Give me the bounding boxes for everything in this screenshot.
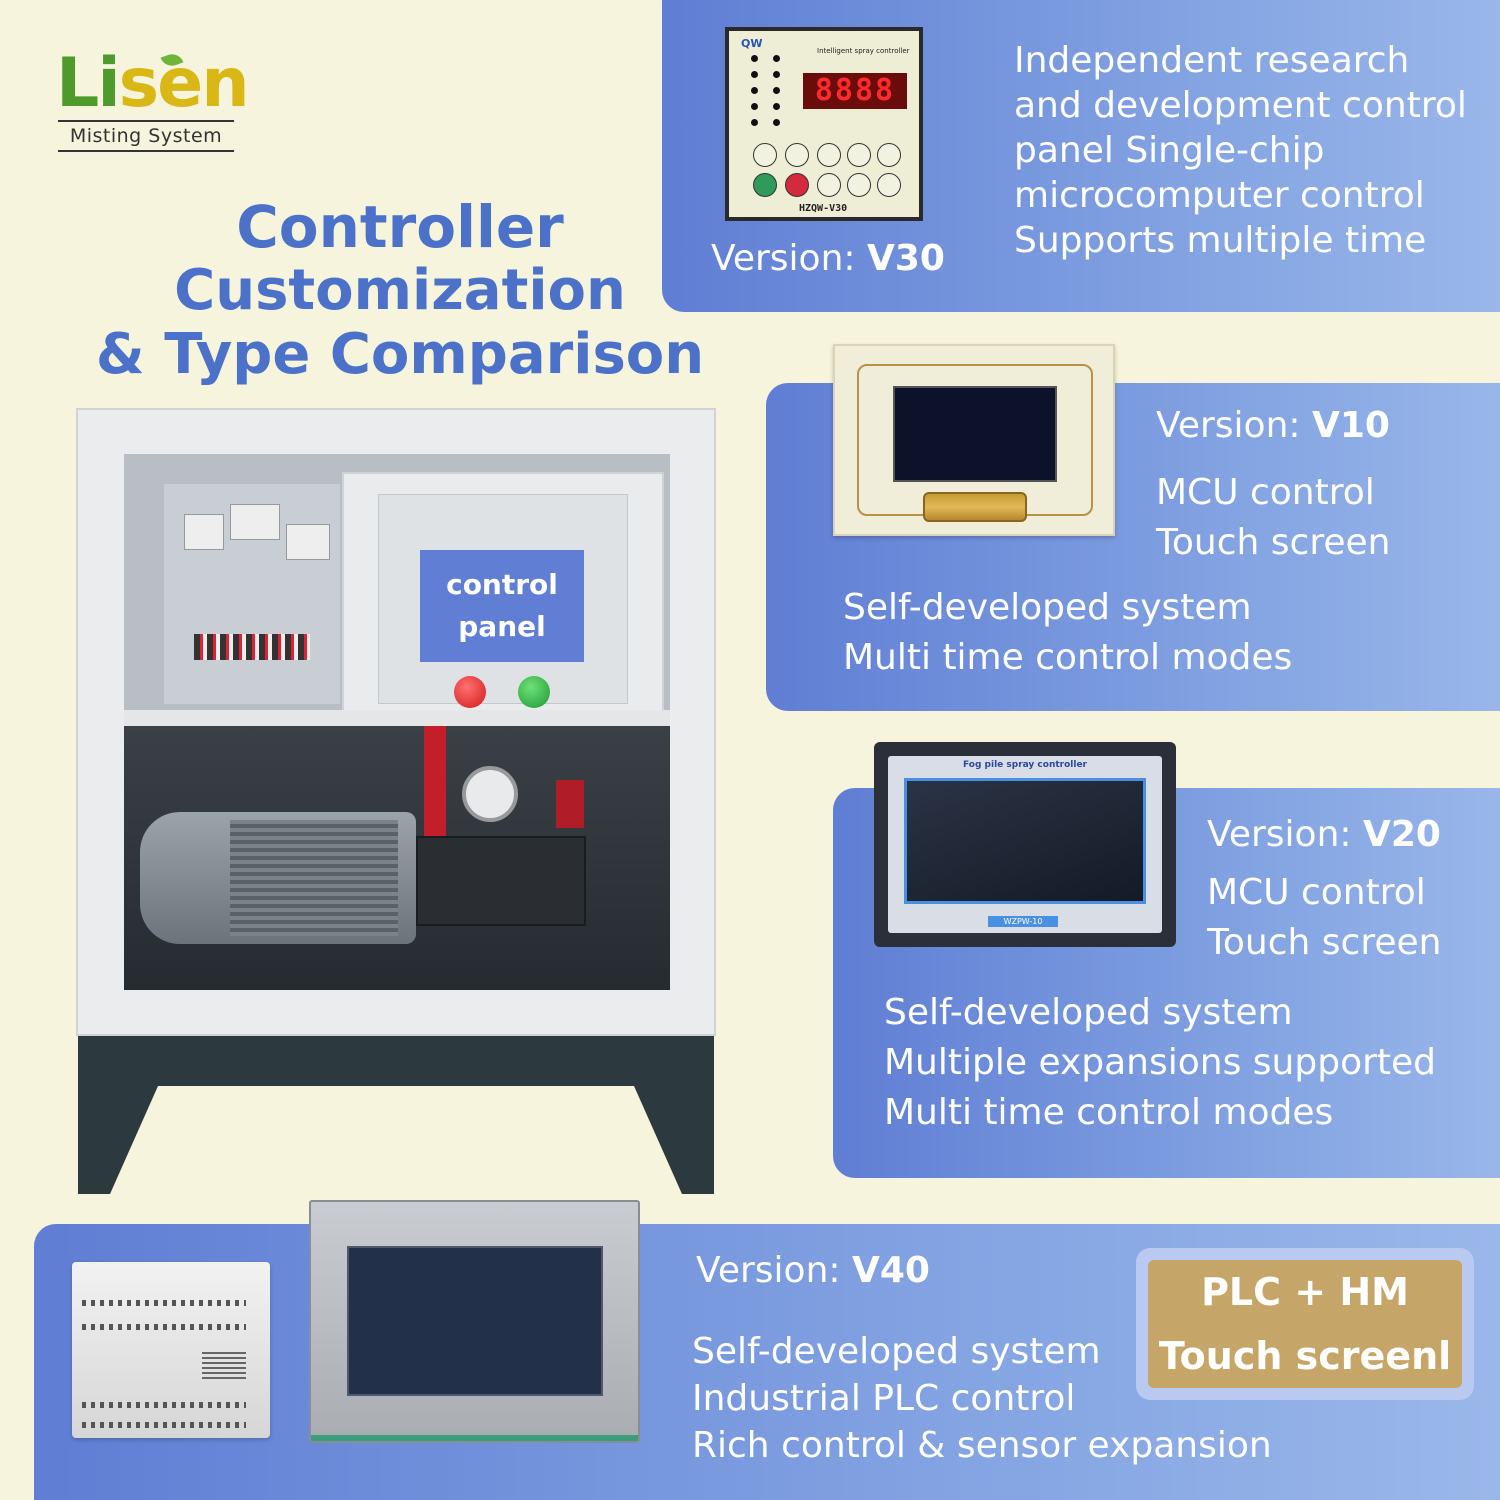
v20-version-value: V20 <box>1362 814 1441 855</box>
v30-description: Independent research and development con… <box>1014 38 1467 263</box>
v30-desc-line: Supports multiple time <box>1014 220 1427 261</box>
logo-subtitle: Misting System <box>58 120 234 152</box>
v20-desc-line: Multiple expansions supported <box>884 1042 1437 1083</box>
v30-controller-image: QW Intelligent spray controller 8888 HZQ… <box>725 27 923 221</box>
page-title: Controller Customization & Type Comparis… <box>90 195 710 387</box>
high-pressure-pump <box>416 836 586 926</box>
red-stop-button-icon <box>454 676 486 708</box>
v10-nameplate <box>923 492 1027 522</box>
title-line-1: Controller <box>236 193 564 261</box>
v10-description: Self-developed system Multi time control… <box>843 583 1292 683</box>
v30-desc-line: and development control <box>1014 85 1467 126</box>
v40-desc-line: Industrial PLC control <box>692 1378 1076 1419</box>
v20-device-model: WZPW-10 <box>988 916 1058 927</box>
misting-cabinet-image: control panel <box>76 408 716 1036</box>
v10-feature: Touch screen <box>1156 522 1391 563</box>
v10-feature: MCU control <box>1156 472 1375 513</box>
v40-version: Version: V40 <box>696 1250 930 1292</box>
v40-version-label: Version: <box>696 1250 852 1291</box>
v10-screen <box>893 386 1057 482</box>
v40-desc-line: Self-developed system <box>692 1331 1101 1372</box>
v20-controller-image: Fog pile spray controller WZPW-10 <box>874 742 1176 947</box>
title-line-3: & Type Comparison <box>95 322 705 387</box>
plc-badge <box>1148 1260 1462 1388</box>
motor <box>140 812 416 944</box>
v40-desc-line: Rich control & sensor expansion <box>692 1425 1272 1466</box>
logo-wordmark: Lisen <box>56 44 250 124</box>
v20-desc-line: Self-developed system <box>884 992 1293 1033</box>
electrical-panel <box>164 484 340 704</box>
brand-logo: Lisen Misting System <box>56 44 250 154</box>
pressure-gauge-icon <box>462 766 518 822</box>
v10-desc-line: Multi time control modes <box>843 637 1293 678</box>
plc-module-image <box>72 1262 270 1438</box>
v10-features: MCU control Touch screen <box>1156 468 1390 568</box>
hmi-touch-screen-image <box>309 1200 640 1443</box>
v10-version-label: Version: <box>1156 405 1312 446</box>
cabinet-stand <box>78 1030 714 1194</box>
v10-version-value: V10 <box>1311 405 1390 446</box>
v30-device-title: Intelligent spray controller <box>817 47 910 55</box>
logo-text-sen: sen <box>118 44 250 123</box>
logo-text-li: Li <box>56 44 121 123</box>
v30-device-model: HZQW-V30 <box>799 203 848 214</box>
v20-desc-line: Multi time control modes <box>884 1092 1334 1133</box>
v20-version-label: Version: <box>1207 814 1363 855</box>
v30-desc-line: panel Single-chip <box>1014 130 1325 171</box>
control-panel-label-line: panel <box>458 610 546 643</box>
v30-led-display: 8888 <box>803 73 907 109</box>
green-start-button-icon <box>518 676 550 708</box>
v10-desc-line: Self-developed system <box>843 587 1252 628</box>
plc-badge-line-1: PLC + HM <box>1201 1270 1409 1314</box>
v20-features: MCU control Touch screen <box>1207 868 1441 968</box>
v30-device-brand: QW <box>741 37 763 50</box>
v30-version: Version: V30 <box>711 238 945 280</box>
v20-description: Self-developed system Multiple expansion… <box>884 988 1436 1138</box>
plc-badge-line-2: Touch screenl <box>1158 1334 1452 1378</box>
v30-version-value: V30 <box>866 238 945 279</box>
v30-desc-line: microcomputer control <box>1014 175 1425 216</box>
v40-description: Self-developed system Industrial PLC con… <box>692 1328 1272 1469</box>
v40-version-value: V40 <box>851 1250 930 1291</box>
v20-version: Version: V20 <box>1207 814 1441 856</box>
v20-feature: MCU control <box>1207 872 1426 913</box>
title-line-2: Customization <box>174 258 626 323</box>
v10-version: Version: V10 <box>1156 405 1390 447</box>
v20-device-title: Fog pile spray controller <box>963 760 1087 770</box>
pump-compartment <box>124 726 670 990</box>
control-panel-box: control panel <box>342 472 664 722</box>
hmi-screen <box>347 1246 603 1396</box>
v30-version-label: Version: <box>711 238 867 279</box>
v10-controller-image <box>833 344 1115 536</box>
control-panel-label-line: control <box>446 568 558 601</box>
control-panel-label: control panel <box>420 550 584 662</box>
v30-desc-line: Independent research <box>1014 40 1410 81</box>
v20-screen <box>904 778 1146 904</box>
v20-feature: Touch screen <box>1207 922 1442 963</box>
